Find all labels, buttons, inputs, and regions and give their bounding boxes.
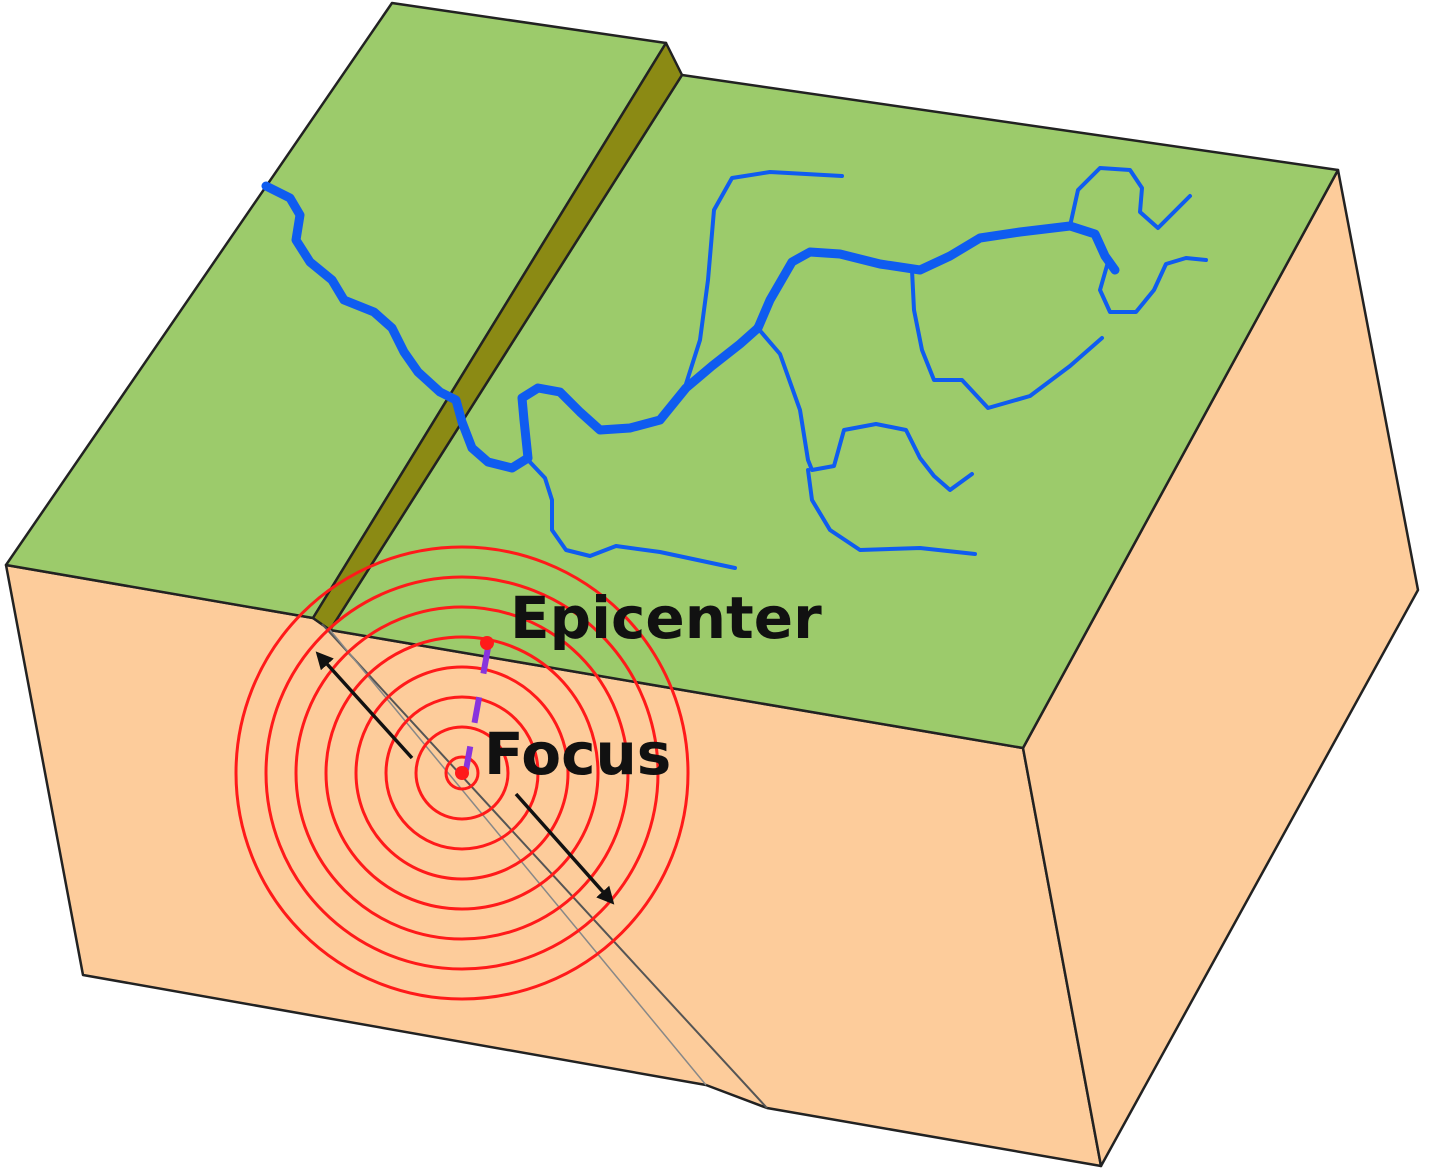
fault-motion-arrows <box>315 651 615 905</box>
wave-ring <box>354 665 570 881</box>
tributary <box>1098 256 1208 314</box>
tributaries <box>526 166 1208 570</box>
epicenter-label: Epicenter <box>510 584 822 652</box>
wave-ring <box>384 695 540 851</box>
wave-ring <box>444 755 480 791</box>
tributary <box>806 468 977 556</box>
wave-ring <box>324 635 600 911</box>
arrow-down-right <box>514 792 615 905</box>
seismic-waves <box>234 545 690 1001</box>
tributary <box>754 324 974 492</box>
focus-dot <box>455 766 469 780</box>
fault-plane-trace <box>321 623 768 1109</box>
wave-ring <box>264 575 660 971</box>
tributary <box>1068 166 1192 230</box>
river-network <box>261 166 1208 570</box>
focus-label: Focus <box>484 720 671 788</box>
wave-ring <box>414 725 510 821</box>
fault-trace <box>321 623 768 1109</box>
tributary <box>526 458 737 570</box>
tributary <box>684 170 844 386</box>
epicenter-focus-link <box>463 647 491 771</box>
arrow-up-left <box>315 651 414 760</box>
wave-ring <box>294 605 630 941</box>
epicenter-dot <box>480 636 494 650</box>
main-river <box>261 181 1120 473</box>
wave-ring <box>234 545 690 1001</box>
fault-trace <box>329 629 707 1086</box>
tributary <box>910 268 1104 410</box>
